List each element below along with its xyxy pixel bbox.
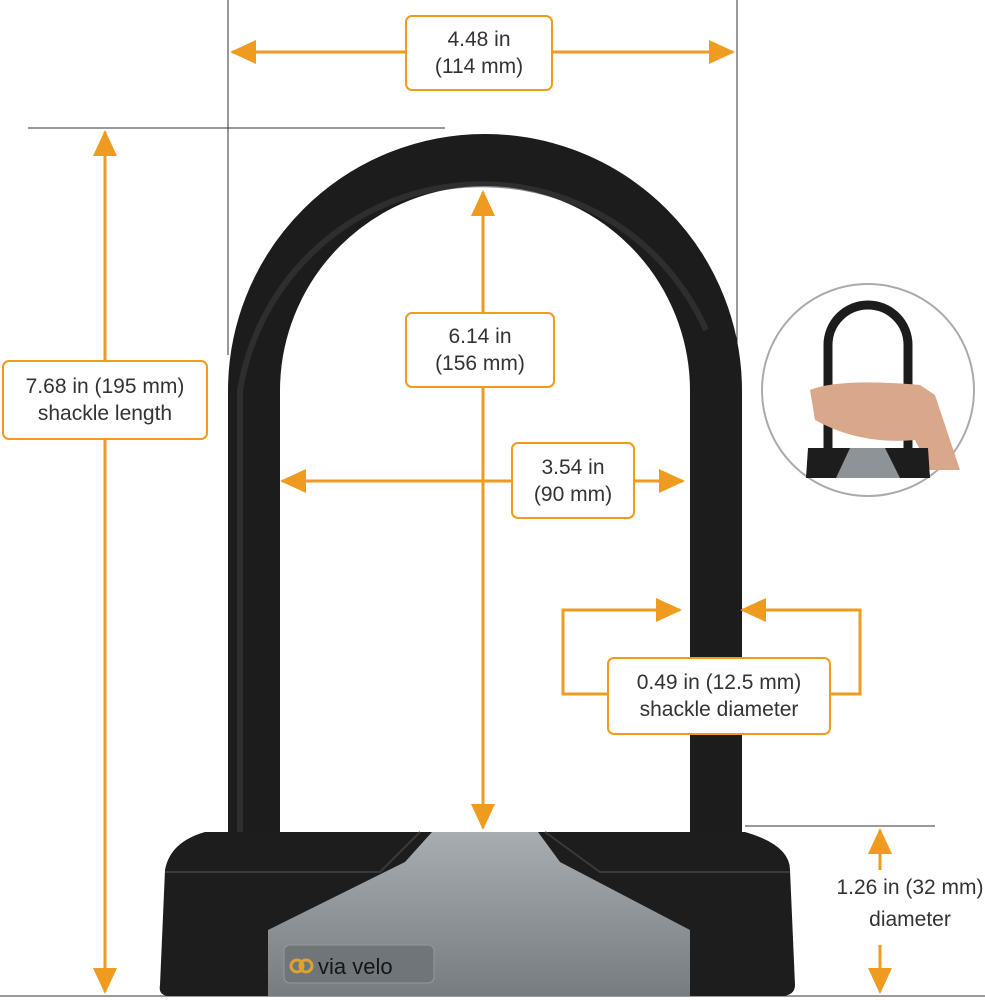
brand-logo: via velo [318, 954, 393, 979]
label-line: shackle diameter [639, 698, 799, 721]
inner-width-label: 3.54 in (90 mm) [511, 442, 635, 519]
hand-size-inset [761, 283, 975, 497]
lock-body: via velo [159, 831, 795, 996]
label-line: 4.48 in [447, 28, 511, 51]
shackle-length-label: 7.68 in (195 mm) shackle length [2, 360, 208, 440]
label-line: 6.14 in [448, 325, 512, 348]
label-line: 1.26 in (32 mm) [836, 876, 984, 899]
logo-badge [283, 944, 435, 984]
overall-width-label: 4.48 in (114 mm) [405, 15, 553, 91]
shackle [228, 134, 742, 845]
shackle-diameter-label: 0.49 in (12.5 mm) shackle diameter [607, 657, 831, 735]
label-line: (114 mm) [434, 55, 524, 78]
label-line: shackle length [37, 402, 173, 425]
label-line: 3.54 in [541, 455, 605, 479]
label-line: diameter [869, 908, 951, 931]
label-line: 7.68 in (195 mm) [25, 375, 185, 398]
label-line: 0.49 in (12.5 mm) [636, 671, 802, 694]
inner-height-label: 6.14 in (156 mm) [405, 312, 555, 388]
dimension-arrows [93, 40, 892, 994]
label-line: (156 mm) [435, 352, 525, 375]
body-diameter-label: 1.26 in (32 mm) diameter [830, 872, 985, 936]
label-line: (90 mm) [533, 482, 613, 506]
